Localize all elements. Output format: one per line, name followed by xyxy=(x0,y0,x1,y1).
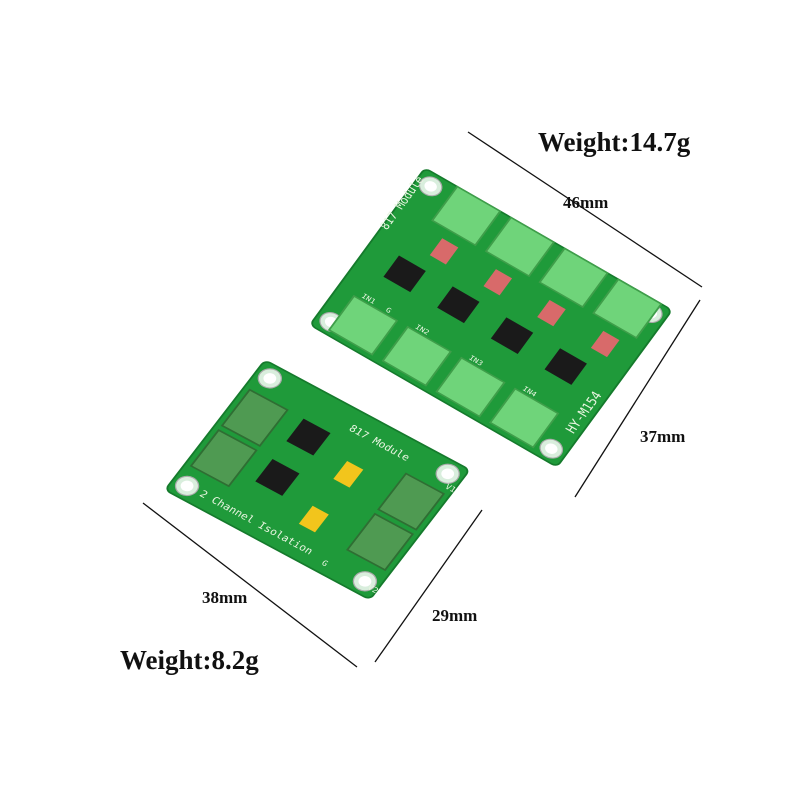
optocouplers xyxy=(383,255,587,385)
ground-label: G xyxy=(384,306,394,315)
height-large-label: 37mm xyxy=(640,427,686,446)
output-label: V2 xyxy=(366,583,381,595)
jumpers xyxy=(429,238,620,358)
small-board: 817 Module 2 Channel Isolation V1 V2 G xyxy=(166,361,469,599)
weight-large-label: Weight:14.7g xyxy=(538,127,691,157)
input-terminals xyxy=(327,294,560,449)
output-terminals xyxy=(431,185,663,339)
large-board: 817 Module HY-M154 IN1 IN2 IN3 IN4 G xyxy=(311,169,671,466)
weight-small-label: Weight:8.2g xyxy=(120,645,259,675)
dim-line-37mm xyxy=(574,299,701,498)
input-terminals xyxy=(189,388,289,488)
jumpers xyxy=(298,461,364,533)
output-terminals xyxy=(346,472,446,572)
optocouplers xyxy=(255,418,331,496)
dim-line-46mm xyxy=(467,131,703,288)
height-small-label: 29mm xyxy=(432,606,478,625)
width-small-label: 38mm xyxy=(202,588,248,607)
ground-label: G xyxy=(320,558,330,568)
dimension-lines xyxy=(142,131,703,668)
width-large-label: 46mm xyxy=(563,193,609,212)
dim-line-29mm xyxy=(374,509,483,663)
dim-line-38mm xyxy=(142,502,358,668)
output-label: V1 xyxy=(443,482,458,494)
